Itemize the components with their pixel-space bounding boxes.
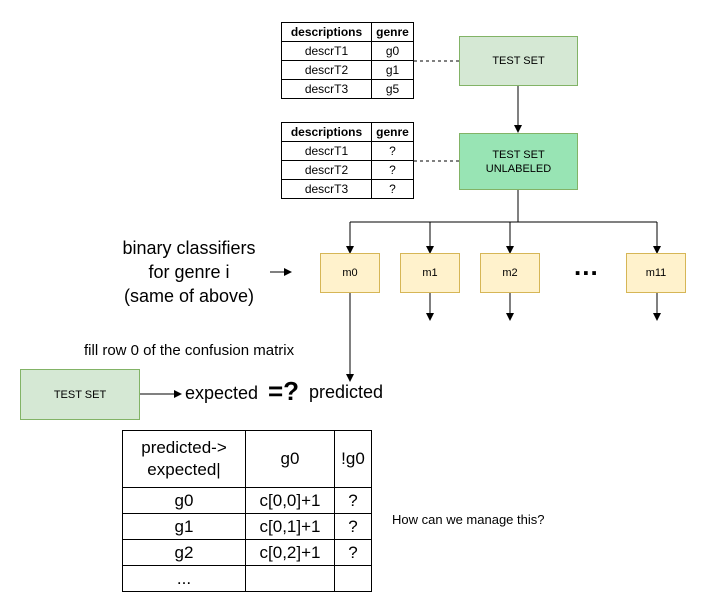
model-m11: m11 — [626, 253, 686, 293]
model-label: m2 — [502, 267, 518, 279]
matrix-cell: c[0,0]+1 — [245, 487, 335, 514]
table-row: ... — [122, 565, 372, 592]
table-row: descrT3 g5 — [281, 79, 414, 99]
matrix-cell — [334, 565, 372, 592]
matrix-header-line: predicted-> — [141, 438, 227, 457]
classifier-label-line: binary classifiers — [122, 238, 256, 258]
table-row: g0 c[0,0]+1 ? — [122, 487, 372, 514]
table-row: g2 c[0,2]+1 ? — [122, 539, 372, 566]
matrix-row-header: g2 — [122, 539, 246, 566]
classifier-label-line: for genre i — [148, 262, 230, 282]
table-header: genre — [371, 22, 414, 42]
table-cell: ? — [371, 179, 414, 199]
table-row: descrT3 ? — [281, 179, 414, 199]
confusion-matrix: predicted-> expected| g0 !g0 g0 c[0,0]+1… — [122, 430, 372, 592]
table-cell: ? — [371, 160, 414, 180]
matrix-column-header: !g0 — [334, 430, 372, 488]
model-label: m11 — [645, 267, 667, 279]
table-row: descrT1 ? — [281, 141, 414, 161]
box-label: TEST SET — [53, 388, 107, 401]
matrix-cell: ? — [334, 487, 372, 514]
models-ellipsis: ... — [574, 251, 599, 281]
table-row: descrT2 ? — [281, 160, 414, 180]
matrix-row-header: g1 — [122, 513, 246, 540]
matrix-cell — [245, 565, 335, 592]
model-label: m1 — [422, 267, 438, 279]
matrix-cell: c[0,2]+1 — [245, 539, 335, 566]
table-cell: ? — [371, 141, 414, 161]
table-header: descriptions — [281, 22, 372, 42]
question-note: How can we manage this? — [392, 512, 545, 527]
matrix-header-line: expected| — [147, 460, 221, 479]
table-cell: descrT2 — [281, 160, 372, 180]
table-row: descrT2 g1 — [281, 60, 414, 80]
table-cell: g0 — [371, 41, 414, 61]
table-header: descriptions — [281, 122, 372, 142]
box-label: TEST SET — [492, 55, 545, 67]
table-row: descrT1 g0 — [281, 41, 414, 61]
predicted-label: predicted — [309, 382, 384, 402]
matrix-cell: c[0,1]+1 — [245, 513, 335, 540]
box-label: TEST SET — [492, 148, 545, 161]
table-cell: descrT3 — [281, 79, 372, 99]
matrix-column-header: g0 — [245, 430, 335, 488]
expected-label: expected — [185, 383, 259, 403]
model-m1: m1 — [400, 253, 460, 293]
table-cell: descrT1 — [281, 141, 372, 161]
matrix-cell: ? — [334, 513, 372, 540]
table-cell: descrT2 — [281, 60, 372, 80]
table-cell: descrT3 — [281, 179, 372, 199]
model-label: m0 — [342, 267, 358, 279]
model-m0: m0 — [320, 253, 380, 293]
classifier-label: binary classifiers for genre i (same of … — [104, 236, 274, 308]
table-cell: g5 — [371, 79, 414, 99]
box-label: UNLABELED — [485, 162, 552, 175]
matrix-corner-header: predicted-> expected| — [122, 430, 246, 488]
labeled-descriptions-table: descriptions genre descrT1 g0 descrT2 g1… — [281, 22, 414, 99]
matrix-row-header: g0 — [122, 487, 246, 514]
table-cell: g1 — [371, 60, 414, 80]
test-set-box: TEST SET — [459, 36, 578, 86]
model-m2: m2 — [480, 253, 540, 293]
test-set-unlabeled-box: TEST SET UNLABELED — [459, 133, 578, 190]
table-cell: descrT1 — [281, 41, 372, 61]
equals-question-symbol: =? — [268, 376, 300, 406]
fill-row-label: fill row 0 of the confusion matrix — [84, 342, 295, 359]
table-row: g1 c[0,1]+1 ? — [122, 513, 372, 540]
test-set-left-box: TEST SET — [20, 369, 140, 420]
matrix-cell: ? — [334, 539, 372, 566]
table-header: genre — [371, 122, 414, 142]
unlabeled-descriptions-table: descriptions genre descrT1 ? descrT2 ? d… — [281, 122, 414, 199]
classifier-label-line: (same of above) — [123, 286, 255, 306]
matrix-row-header: ... — [122, 565, 246, 592]
